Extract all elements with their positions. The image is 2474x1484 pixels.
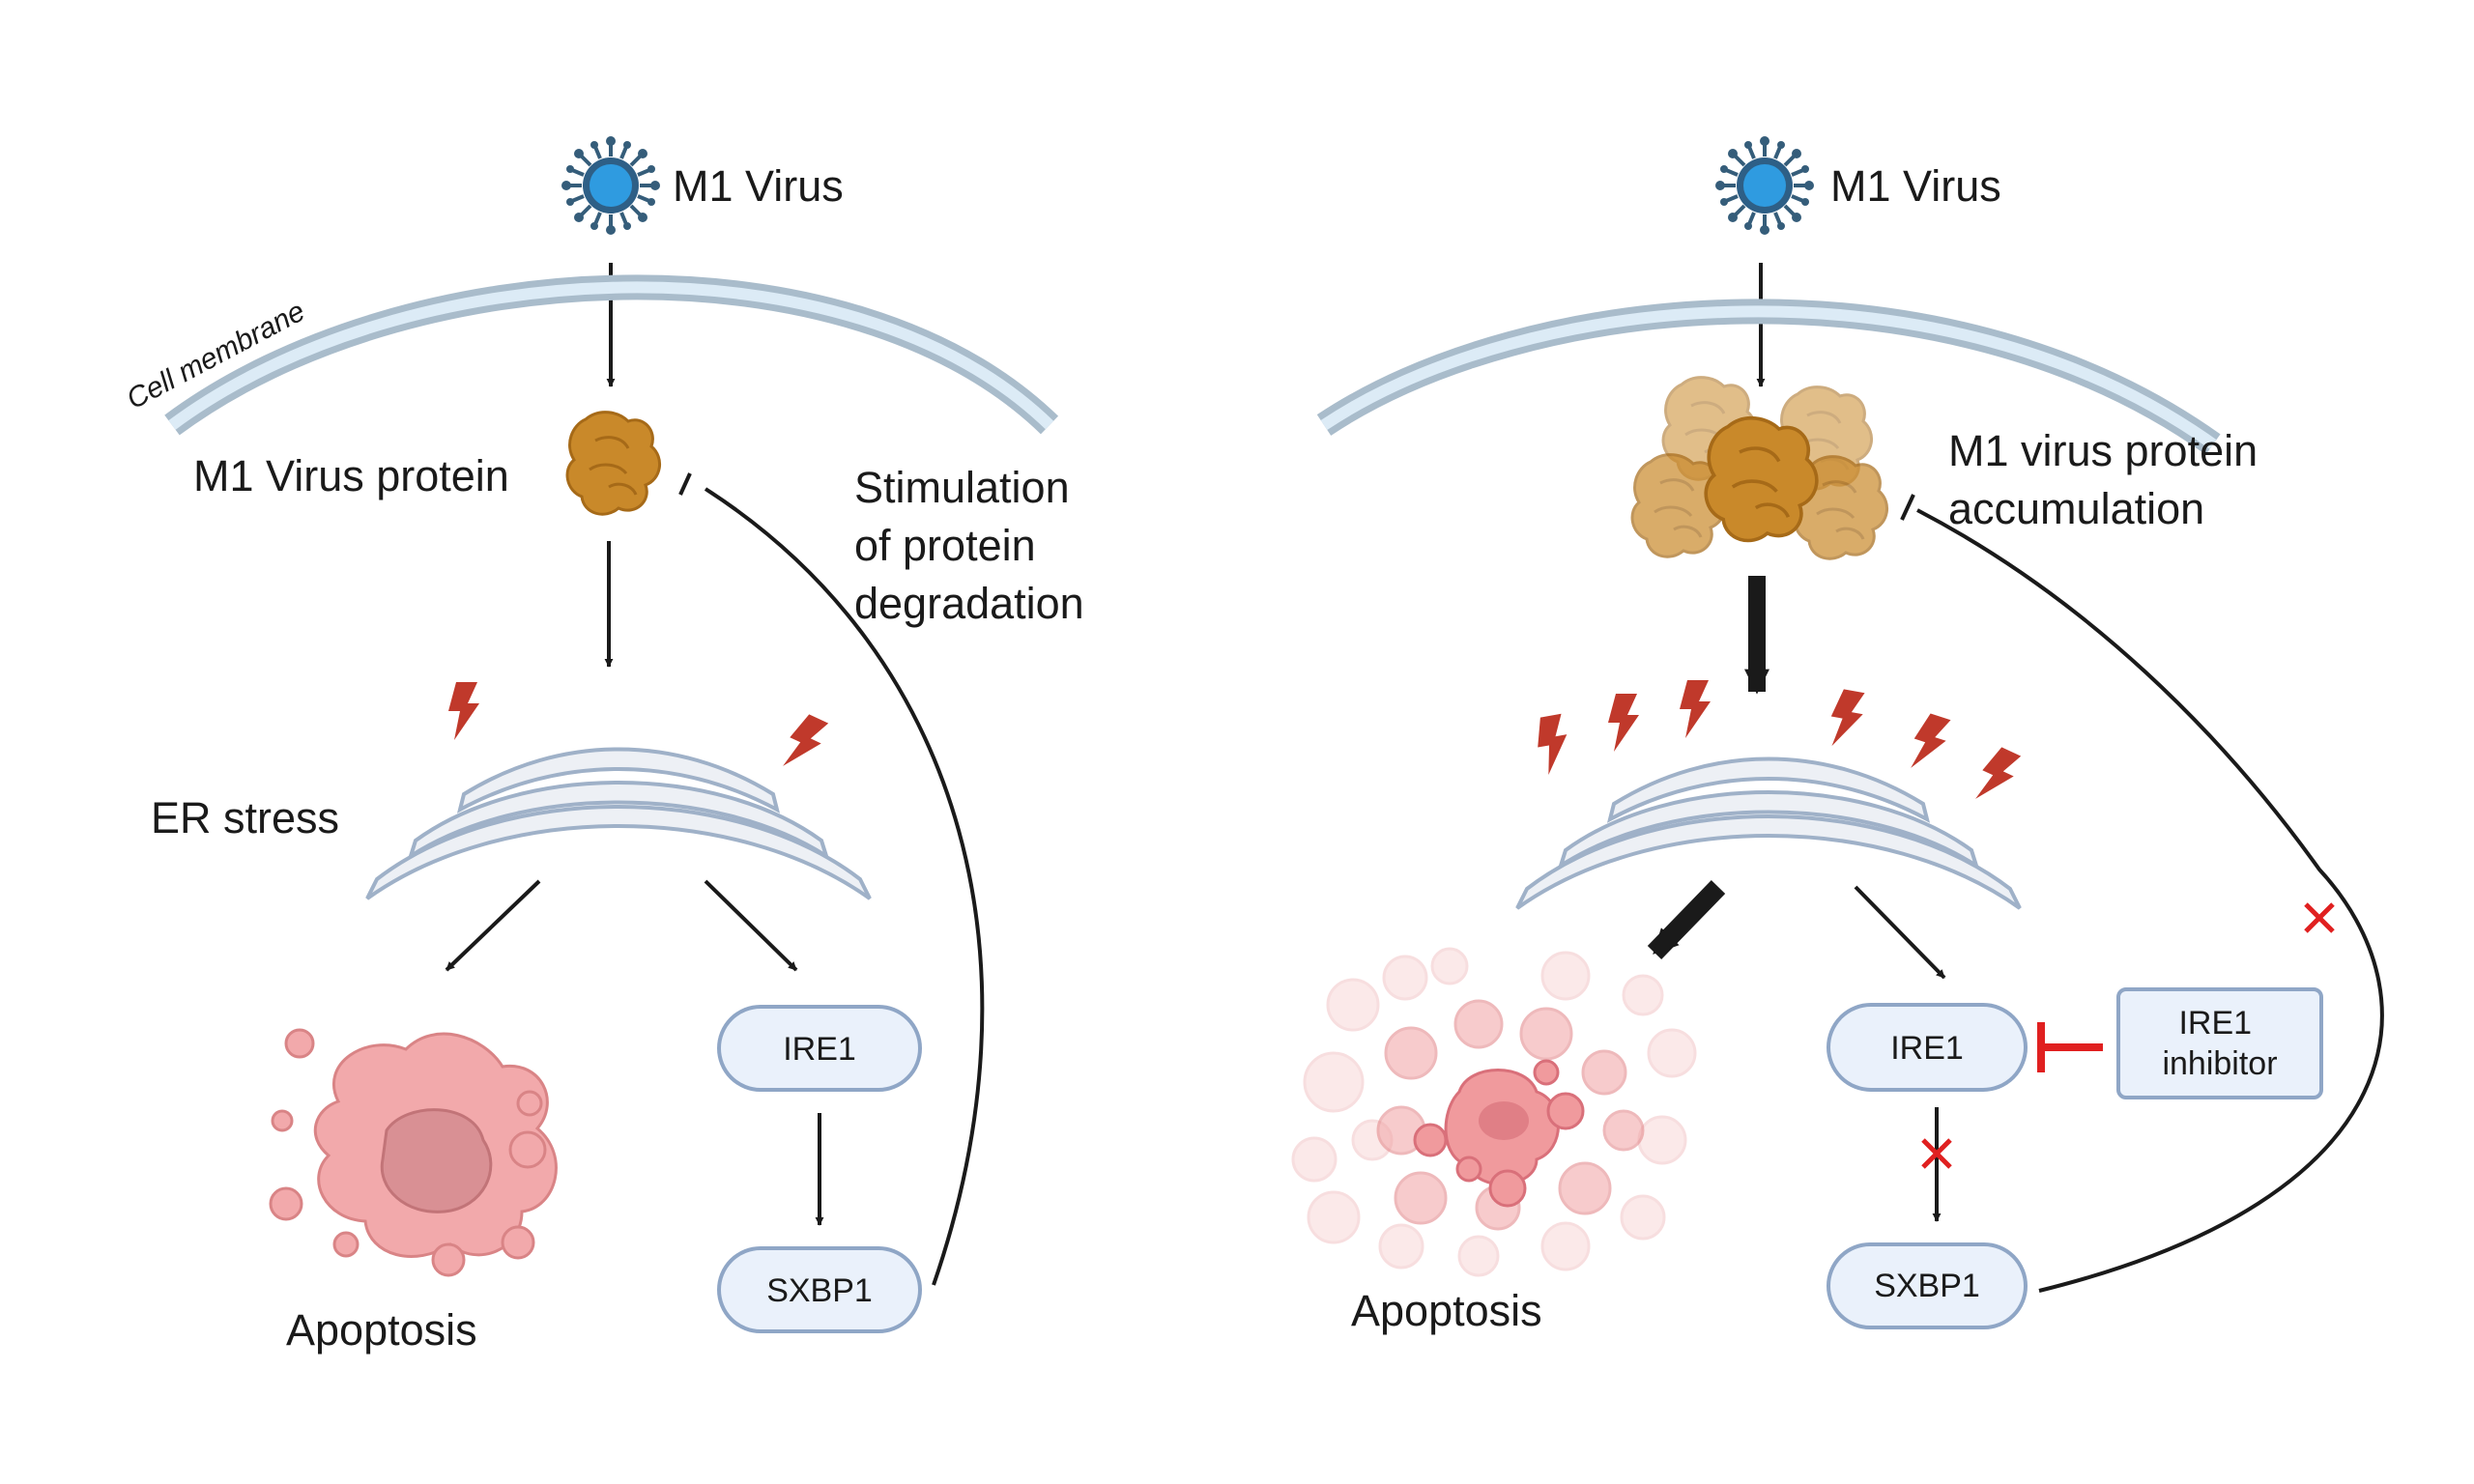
apoptosis-label: Apoptosis — [286, 1305, 477, 1355]
protein-label: M1 Virus protein — [193, 451, 509, 500]
bolt-icon — [1970, 744, 2024, 810]
cell-membrane — [164, 274, 1059, 436]
thick-arrow-er-to-apoptosis — [1647, 880, 1726, 959]
inhibitor-label: IRE1 inhibitor — [2162, 1005, 2277, 1082]
feedback-label: Stimulation of protein degradation — [854, 463, 1084, 628]
protein-icon — [565, 411, 662, 516]
virus-icon — [1713, 134, 1816, 237]
ire1-label: IRE1 — [783, 1031, 856, 1068]
sxbp1-label: SXBP1 — [1874, 1268, 1980, 1304]
virus-icon — [560, 134, 662, 237]
bolt-icon — [1905, 711, 1953, 776]
ire1-box: IRE1 — [1827, 1003, 2028, 1092]
arrow-er-to-apoptosis — [445, 879, 541, 972]
feedback-inhibition-line — [678, 472, 985, 1286]
virus-label: M1 Virus — [673, 161, 844, 211]
right-panel: M1 Virus M1 virus protein accumulation — [1291, 134, 2384, 1335]
virus-label: M1 Virus — [1830, 161, 2001, 211]
er-icon — [1515, 756, 2022, 910]
apoptotic-cell-icon — [269, 1028, 558, 1277]
bolt-icon — [448, 682, 479, 740]
arrow-er-to-ire1 — [704, 879, 798, 972]
sxbp1-box: SXBP1 — [1827, 1242, 2028, 1329]
sxbp1-label: SXBP1 — [766, 1272, 873, 1309]
ire1-label: IRE1 — [1890, 1030, 1964, 1067]
accumulation-label: M1 virus protein accumulation — [1948, 426, 2270, 533]
block-x-icon — [2304, 902, 2335, 933]
arrow-er-to-ire1 — [1854, 885, 1946, 980]
ire1-box: IRE1 — [717, 1005, 922, 1092]
ire1-inhibitor-box: IRE1 inhibitor — [2116, 987, 2323, 1099]
block-x-icon — [1921, 1138, 1952, 1169]
apoptosis-label: Apoptosis — [1351, 1286, 1542, 1335]
inhibition-bar — [2037, 1022, 2103, 1072]
protein-cluster-icon — [1630, 376, 1889, 560]
bolt-icon — [777, 711, 831, 777]
apoptotic-cluster-icon — [1291, 947, 1697, 1277]
left-panel: M1 Virus Cell membrane M1 Virus protein … — [122, 134, 1084, 1355]
er-icon — [365, 747, 872, 900]
bolt-icon — [1826, 688, 1867, 751]
er-stress-label: ER stress — [151, 793, 339, 842]
bolt-icon — [1533, 713, 1573, 777]
feedback-inhibition-line — [1900, 494, 2384, 1293]
bolt-icon — [1680, 680, 1711, 738]
cell-membrane — [1316, 299, 2221, 455]
sxbp1-box: SXBP1 — [717, 1246, 922, 1333]
bolt-icon — [1608, 694, 1639, 752]
